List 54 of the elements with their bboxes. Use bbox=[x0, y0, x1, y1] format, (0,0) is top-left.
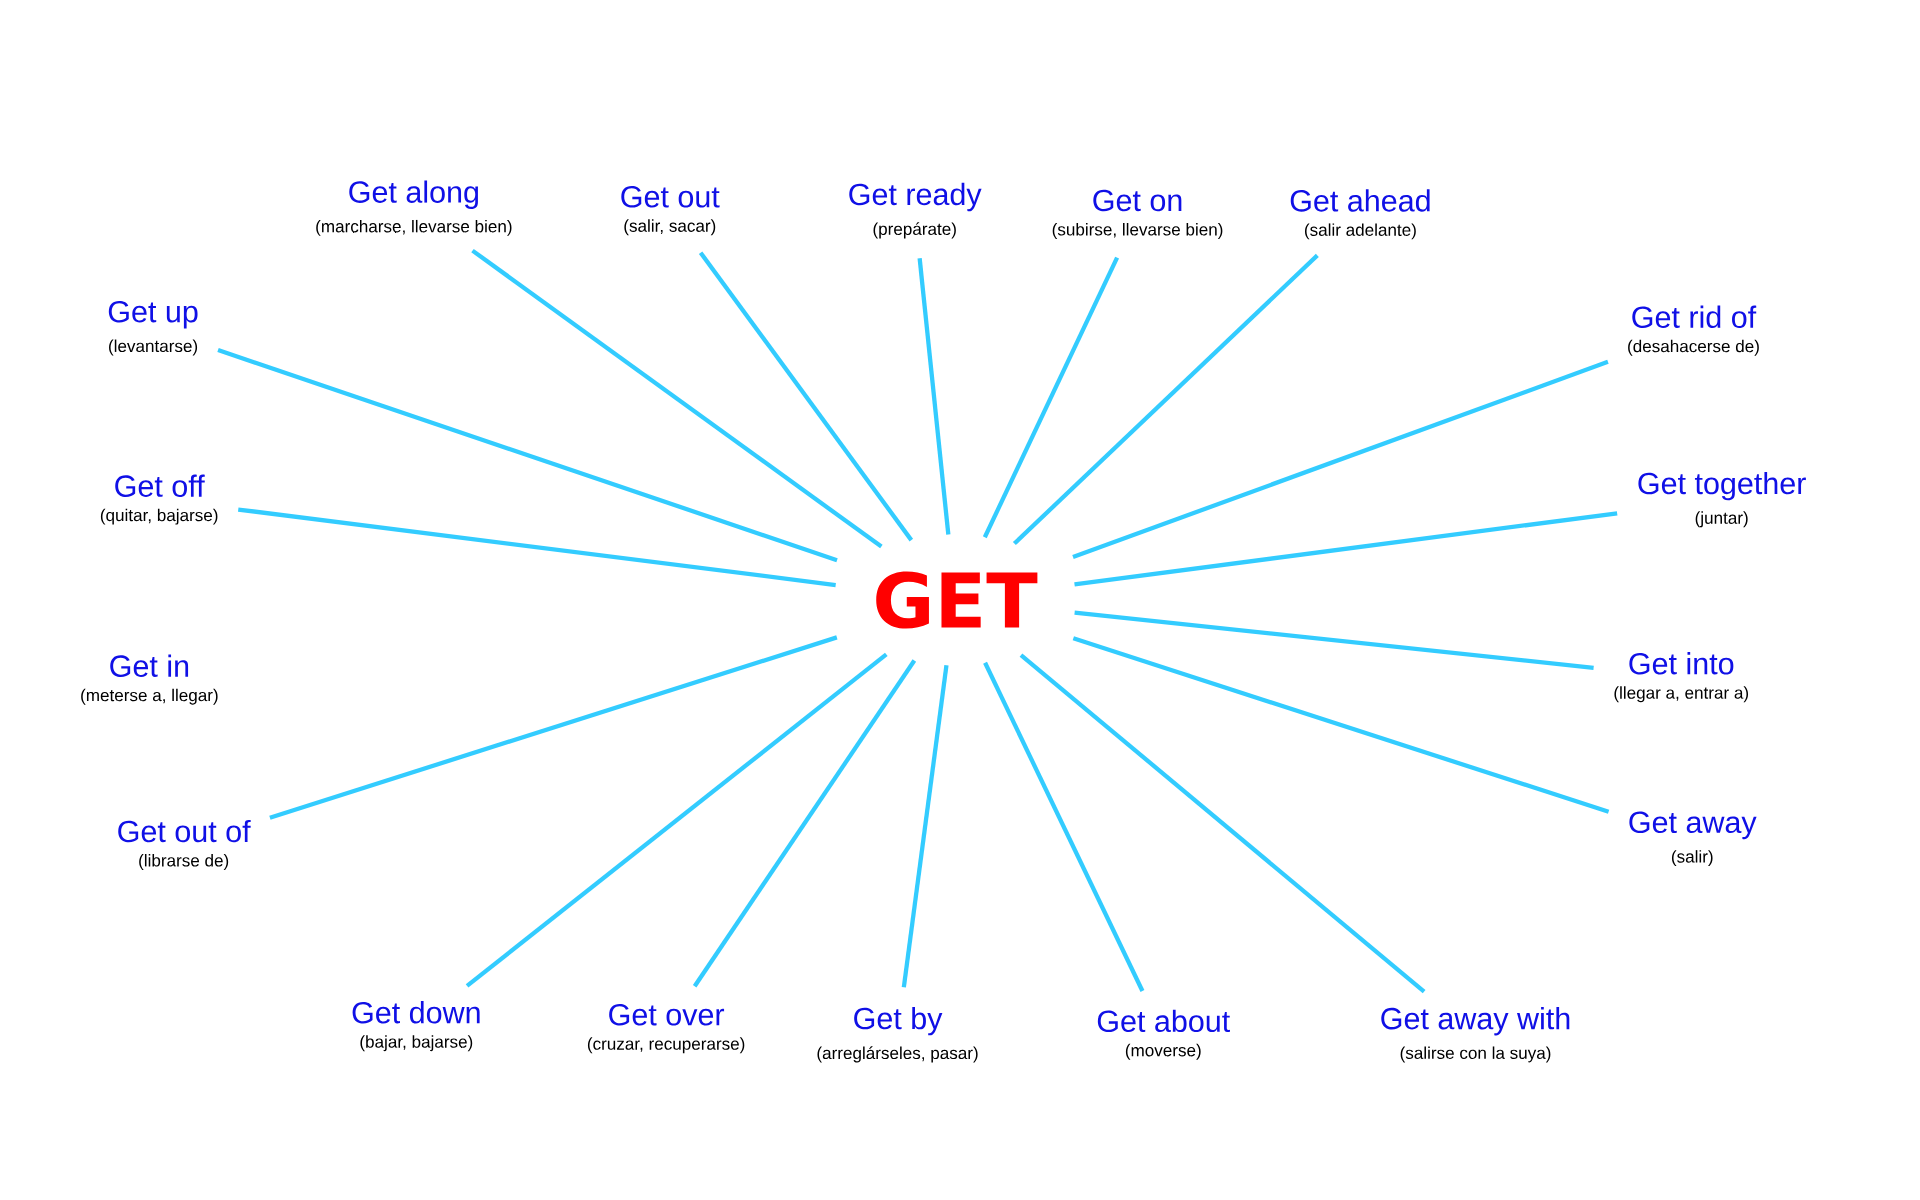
connector-line bbox=[698, 251, 914, 542]
translation-label: (salir adelante) bbox=[1305, 223, 1416, 240]
phrase-label: Get into bbox=[1629, 652, 1734, 675]
connector-line bbox=[269, 635, 838, 820]
connector-line bbox=[982, 256, 1120, 539]
phrase-label: Get out of bbox=[118, 819, 251, 843]
translation-label: (librarse de) bbox=[139, 854, 229, 870]
connector-line bbox=[1072, 636, 1610, 814]
connector-line bbox=[901, 665, 949, 988]
phrase-label: Get rid of bbox=[1632, 305, 1757, 328]
phrase-label: Get ahead bbox=[1290, 189, 1430, 212]
phrase-label: Get up bbox=[108, 300, 198, 329]
translation-label: (prepárate) bbox=[873, 222, 956, 239]
translation-label: (levantarse) bbox=[109, 339, 198, 356]
phrase-label: Get off bbox=[115, 474, 205, 497]
translation-label: (desahacerse de) bbox=[1628, 339, 1759, 356]
connector-line bbox=[465, 652, 888, 988]
connector-line bbox=[917, 257, 951, 535]
connector-line bbox=[471, 248, 883, 549]
connector-line bbox=[1012, 253, 1319, 546]
phrase-label: Get by bbox=[854, 1006, 943, 1036]
connector-line bbox=[1072, 359, 1609, 560]
translation-label: (meterse a, llegar) bbox=[81, 688, 218, 705]
translation-label: (salir) bbox=[1671, 850, 1713, 867]
translation-label: (bajar, bajarse) bbox=[360, 1035, 473, 1052]
translation-label: (moverse) bbox=[1125, 1043, 1201, 1060]
phrase-label: Get in bbox=[110, 654, 189, 677]
phrase-label: Get ready bbox=[849, 182, 982, 212]
phrase-label: Get over bbox=[609, 1003, 725, 1026]
translation-label: (marcharse, llevarse bien) bbox=[316, 219, 512, 236]
connector-line bbox=[1074, 610, 1594, 670]
phrase-label: Get down bbox=[352, 1001, 480, 1024]
phrase-label: Get away with bbox=[1381, 1007, 1570, 1036]
translation-label: (quitar, bajarse) bbox=[100, 508, 218, 525]
phrase-label: Get together bbox=[1638, 471, 1806, 501]
connector-line bbox=[217, 348, 838, 563]
translation-label: (salirse con la suya) bbox=[1400, 1046, 1551, 1063]
phrase-label: Get away bbox=[1629, 811, 1757, 840]
phrase-label: Get about bbox=[1097, 1009, 1230, 1033]
translation-label: (salir, sacar) bbox=[624, 219, 716, 236]
translation-label: (subirse, llevarse bien) bbox=[1052, 223, 1223, 239]
translation-label: (cruzar, recuperarse) bbox=[587, 1037, 745, 1054]
phrase-label: Get on bbox=[1093, 189, 1182, 212]
connector-line bbox=[1074, 511, 1618, 587]
phrase-label: Get out bbox=[621, 186, 720, 208]
connector-line bbox=[238, 507, 836, 588]
phrase-label: Get along bbox=[349, 180, 478, 209]
connector-line bbox=[983, 661, 1145, 992]
connector-line bbox=[692, 659, 917, 988]
translation-label: (llegar a, entrar a) bbox=[1614, 686, 1749, 703]
connector-line bbox=[1019, 653, 1426, 994]
translation-label: (juntar) bbox=[1695, 511, 1748, 528]
translation-label: (arreglárseles, pasar) bbox=[817, 1046, 978, 1063]
title-word: GET bbox=[876, 571, 1038, 629]
